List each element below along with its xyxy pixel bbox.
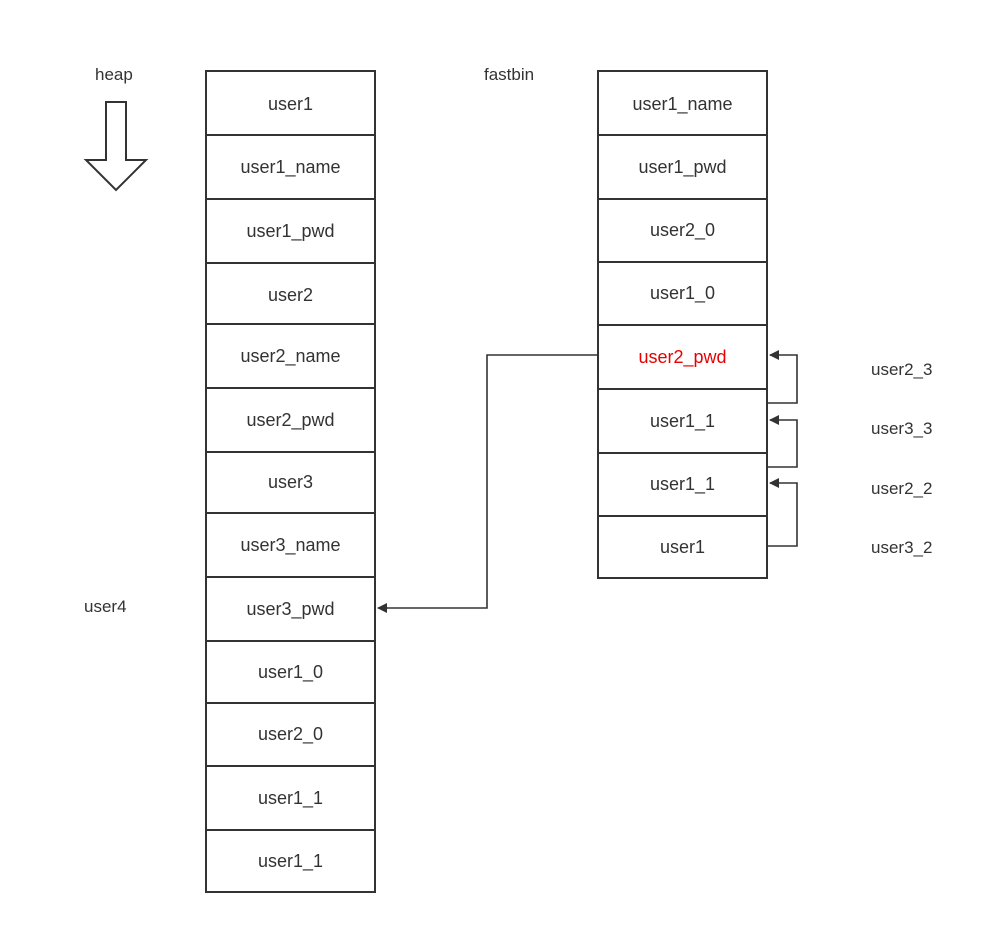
side-label: user2_2 xyxy=(871,479,933,498)
user4-label: user4 xyxy=(84,597,127,616)
heap-cell: user2_name xyxy=(207,323,374,387)
heap-label: heap xyxy=(95,65,133,84)
heap-cell: user1_0 xyxy=(207,640,374,702)
link-user1-1-to-user2pwd xyxy=(768,350,798,404)
side-label: user3_2 xyxy=(871,538,933,557)
heap-cell: user1_pwd xyxy=(207,198,374,262)
fastbin-cell: user1 xyxy=(599,515,766,577)
fastbin-column: user1_name user1_pwd user2_0 user1_0 use… xyxy=(597,70,768,579)
fastbin-cell-highlight: user2_pwd xyxy=(599,324,766,388)
heap-cell: user1 xyxy=(267,93,314,114)
fastbin-cell: user2_0 xyxy=(599,198,766,261)
heap-cell: user2 xyxy=(207,262,374,326)
heap-cell: user1_1 xyxy=(207,829,374,891)
link-user1-1b-to-user1-1 xyxy=(768,415,798,468)
heap-cell: user3 xyxy=(207,451,374,512)
heap-cell: user1_1 xyxy=(207,765,374,829)
heap-direction-arrow-icon xyxy=(83,101,149,192)
fastbin-cell: user1_1 xyxy=(599,388,766,452)
heap-cell: user2_0 xyxy=(207,702,374,765)
heap-cell: user3_pwd xyxy=(207,576,374,640)
side-label: user3_3 xyxy=(871,419,933,438)
side-label: user2_3 xyxy=(871,360,933,379)
fastbin-cell: user1_pwd xyxy=(599,134,766,198)
heap-cell: user2_pwd xyxy=(207,387,374,451)
fastbin-cell: user1_name xyxy=(632,93,733,114)
heap-cell: user3_name xyxy=(207,512,374,576)
heap-cell: user1_name xyxy=(207,134,374,198)
fastbin-cell: user1_1 xyxy=(599,452,766,515)
heap-column: user1 user1_name user1_pwd user2 user2_n… xyxy=(205,70,376,893)
fastbin-cell: user1_0 xyxy=(599,261,766,324)
link-user1-to-user1-1b xyxy=(768,478,798,547)
fastbin-label: fastbin xyxy=(484,65,535,84)
link-user2pwd-to-user3pwd xyxy=(377,354,597,613)
